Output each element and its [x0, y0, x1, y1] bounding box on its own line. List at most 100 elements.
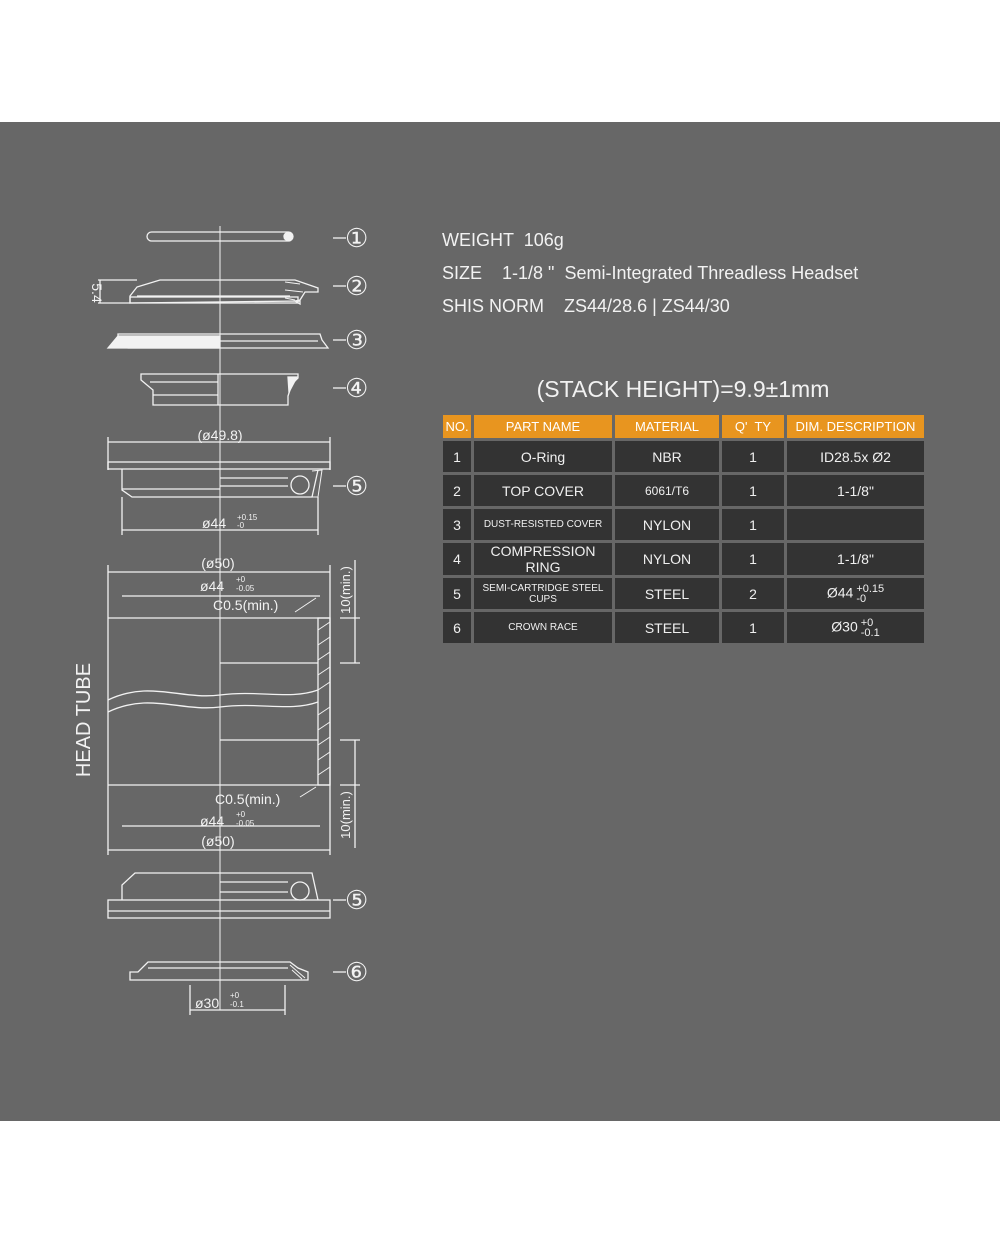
header-qty: Q' TY [722, 415, 784, 438]
dim-value: Ø30 [831, 618, 858, 635]
header-dim: DIM. DESCRIPTION [787, 415, 924, 438]
exploded-headset-drawing: 5.4 (ø49.8) ø44 +0.15 -0 [73, 223, 368, 1015]
cell-dim: ID28.5x Ø2 [787, 441, 924, 472]
dim-50-top-label: (ø50) [201, 555, 234, 571]
size-label: SIZE [442, 263, 483, 283]
dim-44-cup-label: ø44 [202, 515, 226, 531]
cell-no: 3 [443, 509, 471, 540]
cell-no: 4 [443, 543, 471, 575]
cell-part-name: SEMI-CARTRIDGE STEEL CUPS [474, 578, 612, 609]
cell-qty: 1 [722, 612, 784, 643]
dim-44-bot-tol-up: +0 [236, 810, 246, 819]
dim-30-tol-up: +0 [230, 991, 240, 1000]
callout-1: ① [345, 223, 368, 253]
dim-c05-bot-label: C0.5(min.) [215, 791, 280, 807]
dim-10-top-label: 10(min.) [338, 566, 353, 614]
cell-material: NYLON [615, 509, 719, 540]
cell-no: 2 [443, 475, 471, 506]
cell-dim: 1-1/8" [787, 475, 924, 506]
cell-part-name: TOP COVER [474, 475, 612, 506]
cell-part-name: COMPRESSION RING [474, 543, 612, 575]
table-header-row: NO. PART NAME MATERIAL Q' TY DIM. DESCRI… [443, 415, 924, 438]
part-2-top-cover [98, 279, 319, 306]
weight-value: 106g [523, 230, 564, 250]
header-part-name: PART NAME [474, 415, 612, 438]
norm-value: ZS44/28.6 | ZS44/30 [564, 296, 730, 316]
dim-30-label: ø30 [195, 995, 219, 1011]
cell-dim: Ø30+0-0.1 [787, 612, 924, 643]
cell-material: NBR [615, 441, 719, 472]
head-tube-section [107, 560, 360, 855]
callout-3: ③ [345, 325, 368, 355]
cell-part-name: DUST-RESISTED COVER [474, 509, 612, 540]
dim-44-cup-tol-up: +0.15 [237, 513, 258, 522]
callouts: ① ② ③ ④ ⑤ ⑤ ⑥ [333, 223, 368, 987]
cell-dim [787, 509, 924, 540]
weight-spec: WEIGHT 106g [442, 230, 564, 251]
cell-no: 1 [443, 441, 471, 472]
dim-44-bot-tol-down: -0.05 [236, 819, 255, 828]
dim-value: 1-1/8" [837, 551, 874, 567]
dim-50-bot-label: (ø50) [201, 833, 234, 849]
header-material: MATERIAL [615, 415, 719, 438]
cell-dim: Ø44+0.15-0 [787, 578, 924, 609]
callout-5-top: ⑤ [345, 471, 368, 501]
cell-qty: 1 [722, 441, 784, 472]
tol-up: +0.15 [856, 582, 885, 595]
cell-material: STEEL [615, 612, 719, 643]
cell-qty: 1 [722, 543, 784, 575]
parts-table: NO. PART NAME MATERIAL Q' TY DIM. DESCRI… [440, 412, 927, 646]
dim-c05-top-label: C0.5(min.) [213, 597, 278, 613]
tol-up: +0 [860, 616, 874, 629]
cell-material: 6061/T6 [615, 475, 719, 506]
callout-6: ⑥ [345, 957, 368, 987]
header-no: NO. [443, 415, 471, 438]
tol-down: -0.1 [860, 626, 880, 639]
part-5-bottom-cup [107, 872, 331, 919]
dim-44-top-tol-down: -0.05 [236, 584, 255, 593]
dim-44-bot-label: ø44 [200, 813, 224, 829]
dim-49-8-label: (ø49.8) [197, 427, 242, 443]
norm-spec: SHIS NORM ZS44/28.6 | ZS44/30 [442, 296, 730, 317]
dim-value: ID28.5x Ø2 [820, 448, 891, 465]
size-value: 1-1/8 " Semi-Integrated Threadless Heads… [502, 263, 859, 283]
callout-4: ④ [345, 373, 368, 403]
cell-no: 5 [443, 578, 471, 609]
cell-material: STEEL [615, 578, 719, 609]
part-4-compression-ring [140, 373, 299, 406]
head-tube-label: HEAD TUBE [73, 663, 95, 777]
dim-tolerance: +0.15-0 [856, 582, 885, 604]
cell-qty: 1 [722, 509, 784, 540]
spec-panel: 5.4 (ø49.8) ø44 +0.15 -0 [0, 122, 1000, 1121]
dim-value: 1-1/8" [837, 482, 874, 499]
cell-no: 6 [443, 612, 471, 643]
size-spec: SIZE 1-1/8 " Semi-Integrated Threadless … [442, 263, 858, 284]
dim-10-bot-label: 10(min.) [338, 791, 353, 839]
cell-material: NYLON [615, 543, 719, 575]
part-5-top-cup [107, 437, 331, 535]
norm-label: SHIS NORM [442, 296, 545, 316]
part-1-o-ring [146, 231, 294, 242]
cell-qty: 1 [722, 475, 784, 506]
dim-44-top-label: ø44 [200, 578, 224, 594]
callout-5-bottom: ⑤ [345, 885, 368, 915]
cell-dim: 1-1/8" [787, 543, 924, 575]
callout-2: ② [345, 271, 368, 301]
part-3-dust-cover [106, 333, 330, 349]
cell-part-name: O-Ring [474, 441, 612, 472]
dim-44-top-tol-up: +0 [236, 575, 246, 584]
part-6-crown-race [129, 961, 309, 1015]
dim-value: Ø44 [826, 584, 854, 601]
cell-qty: 2 [722, 578, 784, 609]
dim-30-tol-down: -0.1 [230, 1000, 244, 1009]
dim-tolerance: +0-0.1 [860, 616, 880, 639]
stack-height-title: (STACK HEIGHT)=9.9±1mm [536, 376, 830, 402]
dim-5-4-label: 5.4 [89, 283, 105, 303]
weight-label: WEIGHT [442, 230, 514, 250]
